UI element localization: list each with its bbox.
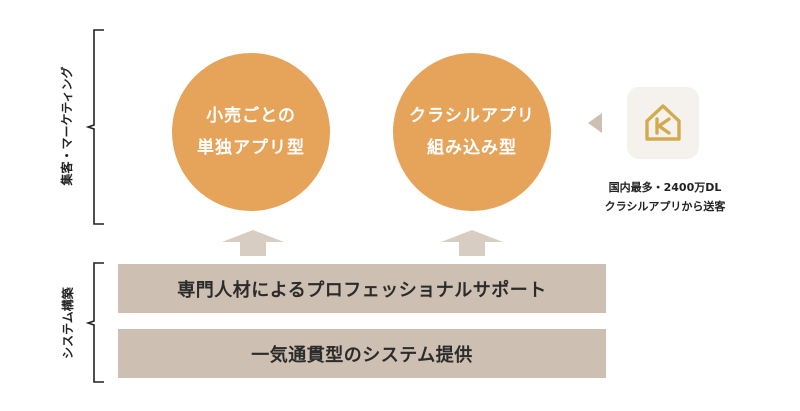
system-section-bracket	[86, 262, 104, 383]
app-caption-line1: 国内最多・2400万DL	[608, 181, 722, 194]
app-caption-line2: クラシルアプリから送客	[604, 200, 726, 213]
integrated-system-bar: 一気通貫型のシステム提供	[118, 329, 606, 378]
standalone-app-line2: 単独アプリ型	[197, 138, 305, 158]
kurashiru-embedded-line2: 組み込み型	[427, 138, 517, 158]
system-section-label: システム構築	[61, 287, 75, 359]
left-arrow-icon	[588, 113, 602, 133]
up-arrow-icon	[441, 230, 503, 256]
kurashiru-app-icon	[627, 87, 699, 159]
kurashiru-logo-icon	[645, 104, 681, 141]
marketing-section-bracket	[86, 29, 104, 225]
app-caption: 国内最多・2400万DL クラシルアプリから送客	[575, 178, 755, 216]
up-arrow-icon	[222, 230, 284, 256]
kurashiru-embedded-circle: クラシルアプリ 組み込み型	[393, 53, 551, 211]
marketing-section-label: 集客・マーケティング	[60, 66, 74, 186]
professional-support-bar: 専門人材によるプロフェッショナルサポート	[118, 264, 606, 313]
kurashiru-embedded-line1: クラシルアプリ	[409, 106, 535, 126]
standalone-app-circle: 小売ごとの 単独アプリ型	[172, 53, 330, 211]
standalone-app-line1: 小売ごとの	[206, 106, 296, 126]
